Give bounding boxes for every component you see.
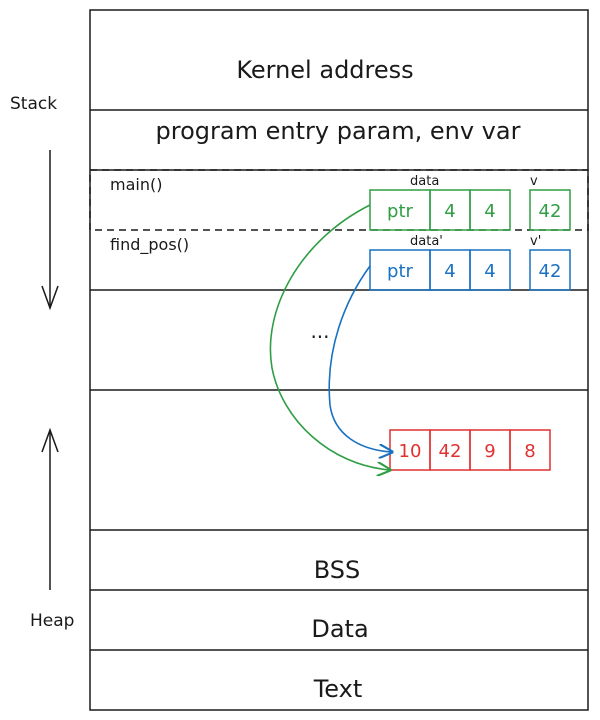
find-pos-data-array bbox=[369, 249, 511, 291]
ellipsis-label: ... bbox=[310, 319, 329, 343]
find-pos-data-label: data' bbox=[410, 234, 443, 249]
stack-grows-down-arrow bbox=[41, 150, 59, 311]
heap-array-cell bbox=[509, 429, 551, 471]
data-segment-label: Data bbox=[311, 615, 368, 643]
heap-array-cell-text: 9 bbox=[484, 441, 495, 462]
bss-label: BSS bbox=[314, 556, 361, 584]
find-pos-frame-label: find_pos() bbox=[110, 235, 189, 255]
main-ptr-arrow bbox=[269, 204, 390, 470]
main-v-label: v bbox=[530, 174, 538, 189]
kernel-address-label: Kernel address bbox=[236, 56, 413, 84]
heap-array-cell-text: 8 bbox=[524, 441, 535, 462]
main-v-cell bbox=[529, 189, 571, 231]
stack-label: Stack bbox=[10, 94, 57, 114]
heap-array-cell-text: 10 bbox=[399, 441, 422, 462]
main-data-array bbox=[369, 189, 511, 231]
heap-grows-up-arrow bbox=[41, 427, 59, 590]
find-pos-data-cell-text: 4 bbox=[444, 261, 455, 282]
main-data-cell-text: ptr bbox=[387, 201, 413, 222]
text-segment-label: Text bbox=[313, 675, 363, 703]
find-pos-v-cell bbox=[529, 249, 571, 291]
entry-params-label: program entry param, env var bbox=[156, 117, 521, 145]
heap-array bbox=[389, 429, 551, 471]
main-frame-label: main() bbox=[110, 175, 162, 194]
main-frame-dashed bbox=[89, 169, 589, 231]
main-data-label: data bbox=[410, 174, 439, 189]
find-pos-data-cell-text: ptr bbox=[387, 261, 413, 282]
main-data-cell bbox=[469, 189, 511, 231]
heap-label: Heap bbox=[30, 611, 74, 631]
find-pos-v-value: 42 bbox=[539, 261, 562, 282]
find-pos-data-cell-text: 4 bbox=[484, 261, 495, 282]
main-v-value: 42 bbox=[539, 201, 562, 222]
main-data-cell-text: 4 bbox=[444, 201, 455, 222]
heap-array-cell-text: 42 bbox=[439, 441, 462, 462]
find-pos-v-label: v' bbox=[530, 234, 541, 249]
find-pos-data-cell bbox=[469, 249, 511, 291]
main-data-cell-text: 4 bbox=[484, 201, 495, 222]
find-pos-ptr-arrow bbox=[328, 265, 392, 452]
memory-outline bbox=[89, 9, 589, 711]
